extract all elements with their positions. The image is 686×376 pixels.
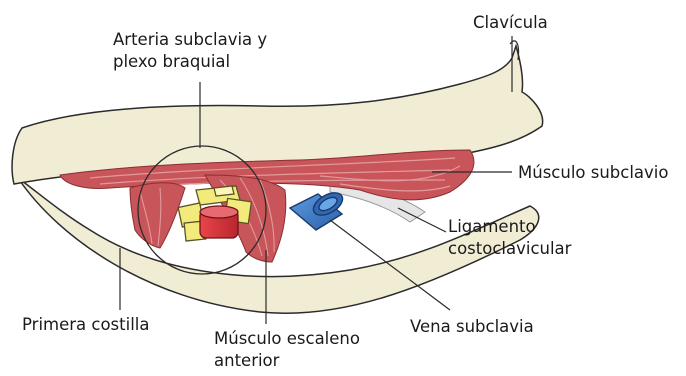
label-primera-costilla: Primera costilla [22,314,150,336]
label-ligamento-line2: costoclavicular [448,238,571,260]
label-arteria-subclavia: Arteria subclavia y plexo braquial [113,29,267,73]
label-arteria-line1: Arteria subclavia y [113,29,267,51]
label-ligamento-costoclavicular: Ligamento costoclavicular [448,216,571,260]
label-musculo-escaleno: Músculo escaleno anterior [214,328,360,372]
label-arteria-line2: plexo braquial [113,51,267,73]
label-ligamento-line1: Ligamento [448,216,571,238]
label-clavicula: Clavícula [473,12,548,34]
label-escaleno-line1: Músculo escaleno [214,328,360,350]
label-escaleno-line2: anterior [214,350,360,372]
label-vena-subclavia: Vena subclavia [410,316,534,338]
subclavian-artery [200,206,238,238]
label-musculo-subclavio: Músculo subclavio [518,162,668,184]
